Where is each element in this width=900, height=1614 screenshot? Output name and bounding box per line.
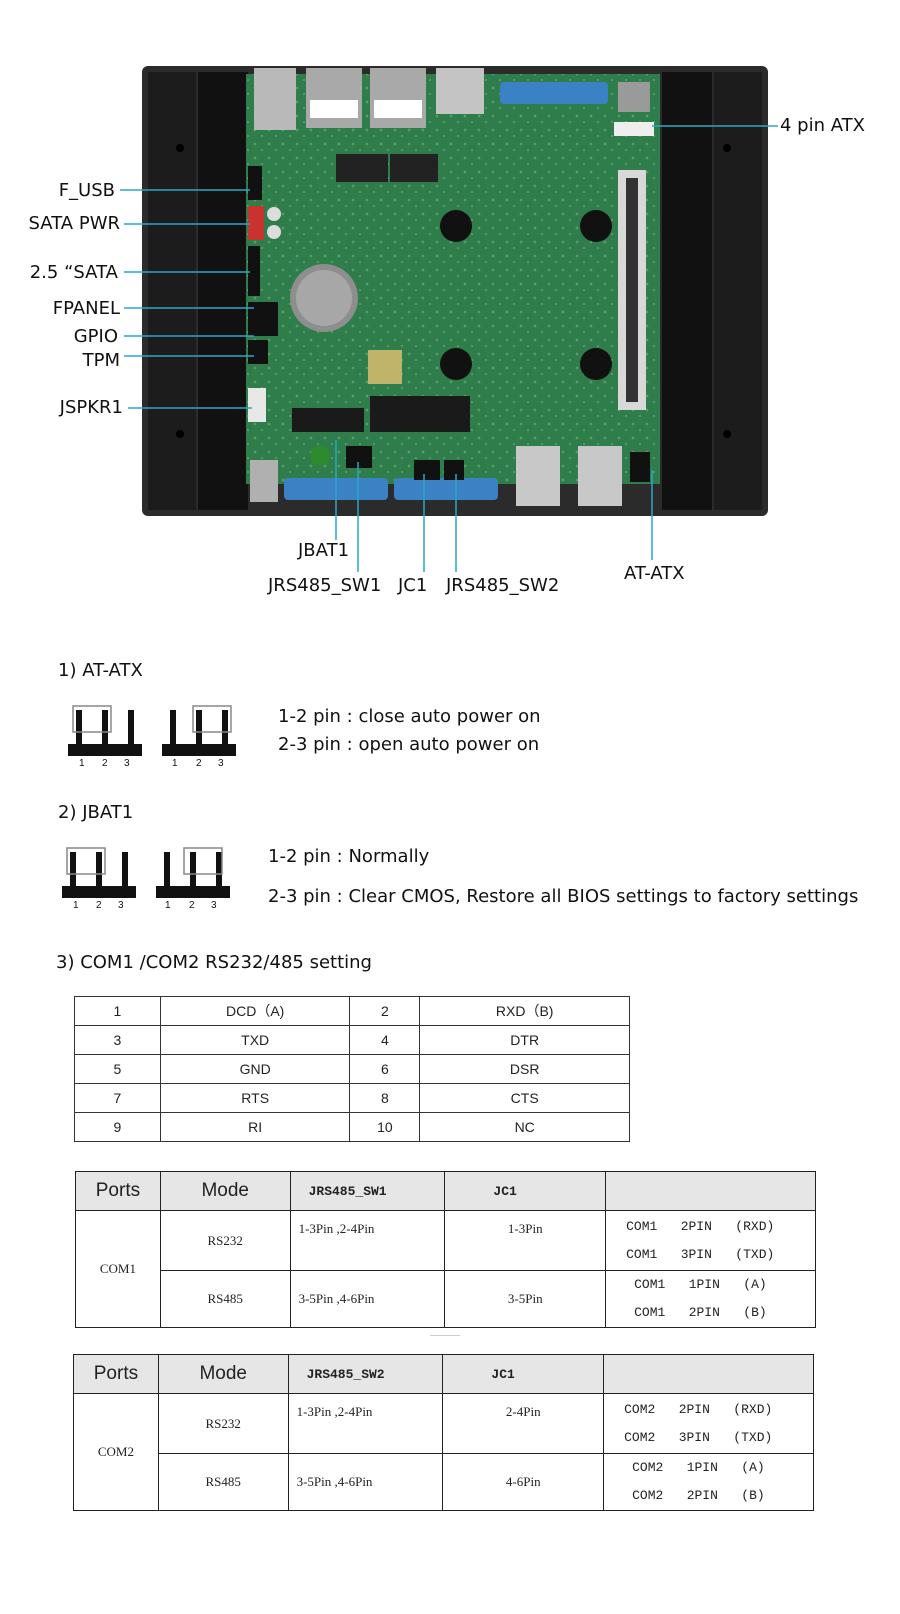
jumper-diagram-jbat1: [62, 847, 230, 898]
section-heading-com-setting: 3) COM1 /COM2 RS232/485 setting: [56, 952, 372, 973]
pin-number: 3: [124, 758, 130, 769]
callout-sata: 2.5 “SATA: [29, 262, 118, 283]
mode-cell: RS485: [157, 1453, 289, 1511]
pin-number: 2: [102, 758, 108, 769]
pin-number-cell: 3: [74, 1025, 161, 1055]
pin-number-cell: 7: [74, 1083, 161, 1113]
header-signal: [603, 1354, 814, 1394]
pin-number: 3: [218, 758, 224, 769]
pin-signal-cell: DSR: [419, 1054, 630, 1084]
jumper-diagram-at-atx: [68, 705, 236, 756]
header-signal: [605, 1171, 816, 1211]
at-atx-desc-1: 1-2 pin : close auto power on: [278, 706, 541, 727]
divider: [430, 1335, 460, 1336]
section-heading-at-atx: 1) AT-ATX: [58, 660, 143, 681]
port-cell: COM2: [73, 1393, 159, 1511]
pin-signal-cell: RTS: [159, 1083, 351, 1113]
pin-number-cell: 2: [349, 996, 421, 1026]
signal-cell: COM2 1PIN (A)COM2 2PIN (B): [603, 1453, 814, 1511]
com2-config-table: Ports Mode JRS485_SW2 JC1 COM2 RS232 1-3…: [73, 1354, 814, 1511]
pin-number-cell: 9: [74, 1112, 161, 1142]
header-switch: JRS485_SW1: [289, 1171, 446, 1211]
jc1-cell: 3-5Pin: [444, 1270, 607, 1328]
callout-jrs485-sw2: JRS485_SW2: [446, 575, 560, 596]
pin-number: 3: [118, 900, 124, 911]
pin-number-cell: 10: [349, 1112, 421, 1142]
callout-gpio: GPIO: [73, 326, 118, 347]
jbat1-desc-2: 2-3 pin : Clear CMOS, Restore all BIOS s…: [268, 886, 859, 907]
switch-cell: 3-5Pin ,4-6Pin: [287, 1453, 444, 1511]
pin-signal-cell: TXD: [159, 1025, 351, 1055]
header-ports: Ports: [73, 1354, 159, 1394]
pin-number-cell: 4: [349, 1025, 421, 1055]
pin-signal-cell: DTR: [419, 1025, 630, 1055]
callout-jc1: JC1: [398, 575, 428, 596]
pin-number: 1: [73, 900, 79, 911]
callout-tpm: TPM: [82, 350, 120, 371]
callout-f-usb: F_USB: [58, 180, 115, 201]
pin-number: 1: [79, 758, 85, 769]
pin-signal-cell: CTS: [419, 1083, 630, 1113]
section-heading-jbat1: 2) JBAT1: [58, 802, 134, 823]
port-cell: COM1: [75, 1210, 161, 1328]
pin-number: 3: [211, 900, 217, 911]
callout-4pin-atx: 4 pin ATX: [780, 115, 865, 136]
at-atx-desc-2: 2-3 pin : open auto power on: [278, 734, 540, 755]
table-row: RS485 3-5Pin ,4-6Pin 4-6Pin COM2 1PIN (A…: [74, 1453, 814, 1511]
pin-signal-cell: NC: [419, 1112, 630, 1142]
header-switch: JRS485_SW2: [287, 1354, 444, 1394]
switch-cell: 1-3Pin ,2-4Pin: [289, 1210, 446, 1271]
pin-signal-cell: DCD（A): [159, 996, 351, 1026]
pin-number-cell: 6: [349, 1054, 421, 1084]
jc1-cell: 2-4Pin: [442, 1393, 605, 1454]
pin-number: 2: [196, 758, 202, 769]
mode-cell: RS485: [159, 1270, 291, 1328]
signal-cell: COM1 2PIN (RXD)COM1 3PIN (TXD): [605, 1210, 816, 1271]
table-row: COM1 RS232 1-3Pin ,2-4Pin 1-3Pin COM1 2P…: [75, 1210, 816, 1328]
mode-cell: RS232: [157, 1393, 289, 1454]
com1-config-table: Ports Mode JRS485_SW1 JC1 COM1 RS232 1-3…: [75, 1171, 816, 1328]
pin-number: 1: [165, 900, 171, 911]
header-mode: Mode: [157, 1354, 289, 1394]
pin-number-cell: 5: [74, 1054, 161, 1084]
header-jc1: JC1: [442, 1354, 605, 1394]
pin-number: 2: [189, 900, 195, 911]
header-jc1: JC1: [444, 1171, 607, 1211]
board-diagram: [120, 66, 778, 572]
header-ports: Ports: [75, 1171, 161, 1211]
callout-jspkr1: JSPKR1: [59, 397, 123, 418]
callout-fpanel: FPANEL: [52, 298, 120, 319]
callout-sata-pwr: SATA PWR: [28, 213, 120, 234]
table-row: RS485 3-5Pin ,4-6Pin 3-5Pin COM1 1PIN (A…: [76, 1270, 816, 1328]
header-mode: Mode: [159, 1171, 291, 1211]
jbat1-desc-1: 1-2 pin : Normally: [268, 846, 430, 867]
jc1-cell: 4-6Pin: [442, 1453, 605, 1511]
table-row: COM2 RS232 1-3Pin ,2-4Pin 2-4Pin COM2 2P…: [73, 1393, 814, 1511]
pin-number-cell: 8: [349, 1083, 421, 1113]
callout-jrs485-sw1: JRS485_SW1: [268, 575, 382, 596]
pin-number: 1: [172, 758, 178, 769]
switch-cell: 1-3Pin ,2-4Pin: [287, 1393, 444, 1454]
pin-number-cell: 1: [74, 996, 161, 1026]
signal-cell: COM1 1PIN (A)COM1 2PIN (B): [605, 1270, 816, 1328]
pin-signal-cell: GND: [159, 1054, 351, 1084]
pin-signal-cell: RXD（B): [419, 996, 630, 1026]
switch-cell: 3-5Pin ,4-6Pin: [289, 1270, 446, 1328]
signal-cell: COM2 2PIN (RXD)COM2 3PIN (TXD): [603, 1393, 814, 1454]
mode-cell: RS232: [159, 1210, 291, 1271]
callout-at-atx: AT-ATX: [624, 563, 685, 584]
jc1-cell: 1-3Pin: [444, 1210, 607, 1271]
pin-number: 2: [96, 900, 102, 911]
callout-jbat1: JBAT1: [298, 540, 350, 561]
pin-signal-cell: RI: [159, 1112, 351, 1142]
